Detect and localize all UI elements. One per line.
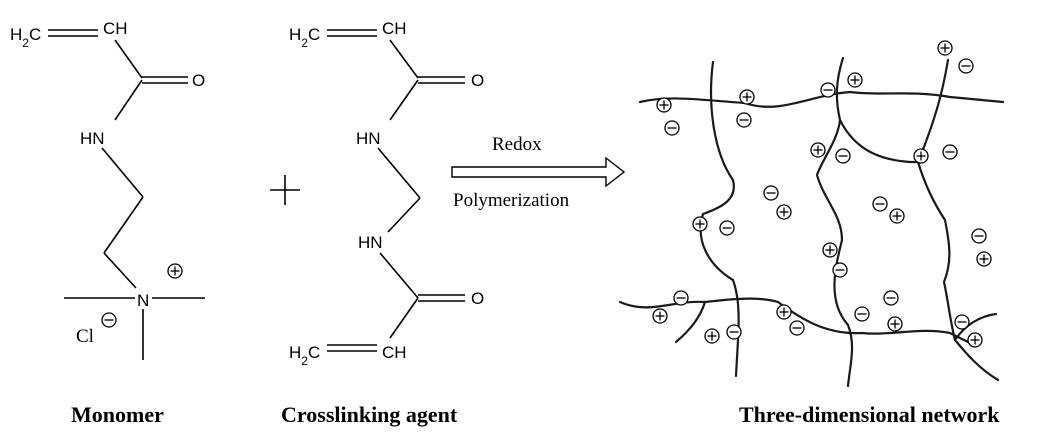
monomer-ch-label: CH (103, 19, 128, 38)
negative-ion-icon (872, 196, 888, 212)
monomer-bond-nh-ch2 (101, 147, 144, 198)
crosslinker-caption: Crosslinking agent (281, 402, 458, 427)
monomer-negative-charge-icon (101, 312, 117, 328)
monomer-bond-ch-c (114, 39, 143, 79)
negative-ion-icon (789, 320, 805, 336)
positive-ion-icon (887, 316, 903, 332)
hollow-arrow-icon (451, 156, 626, 188)
crosslinker-structure: H2C CH O HN HN O H2C CH (289, 19, 484, 368)
network-chain-top (638, 90, 1005, 108)
positive-ion-icon (822, 242, 838, 258)
crosslinker-hn-top-label: HN (356, 129, 381, 148)
crosslinker-bond-c-nh-top (389, 79, 419, 121)
positive-ion-icon (739, 89, 755, 105)
reaction-top-label: Redox (492, 134, 542, 155)
positive-ion-icon (656, 97, 672, 113)
network-chain-left-vertical (699, 60, 740, 378)
positive-ion-icon (776, 204, 792, 220)
crosslinker-ch-bottom-label: CH (382, 343, 407, 362)
monomer-cl-label: Cl (76, 326, 94, 347)
network-chain-center-vertical (815, 56, 854, 388)
crosslinker-h2c-bottom-label: H2C (289, 343, 320, 368)
crosslinker-o-top-label: O (471, 71, 484, 90)
crosslinker-bond-nh-c-bottom (379, 252, 419, 299)
monomer-bond-ch2-ch2 (103, 196, 144, 254)
monomer-bond-c-nh (114, 79, 143, 121)
crosslinker-bond-nh-ch2 (377, 147, 421, 199)
negative-ion-icon (664, 120, 680, 136)
negative-ion-icon (971, 228, 987, 244)
negative-ion-icon (954, 314, 970, 330)
monomer-positive-charge-icon (167, 263, 183, 279)
monomer-o-label: O (192, 71, 205, 90)
positive-ion-icon (692, 216, 708, 232)
negative-ion-icon (942, 144, 958, 160)
polymer-network (618, 40, 1005, 388)
monomer-bond-ch2-n (103, 252, 137, 289)
negative-ion-icon (763, 185, 779, 201)
monomer-hn-label: HN (80, 129, 105, 148)
negative-ion-icon (883, 290, 899, 306)
positive-ion-icon (976, 251, 992, 267)
monomer-h2c-label: H2C (10, 25, 41, 50)
network-chain-mid-center (838, 118, 920, 164)
positive-ion-icon (889, 208, 905, 224)
positive-ion-icon (913, 148, 929, 164)
negative-ion-icon (854, 306, 870, 322)
positive-ion-icon (704, 328, 720, 344)
negative-ion-icon (958, 58, 974, 74)
crosslinker-h2c-top-label: H2C (289, 25, 320, 50)
network-chain-right-spur (953, 312, 998, 342)
network-chain-bottom-left-spur (674, 300, 707, 344)
positive-ion-icon (937, 40, 953, 56)
ion-layer (652, 40, 992, 348)
positive-ion-icon (652, 308, 668, 324)
monomer-structure: H2C CH O HN N Cl (10, 19, 205, 360)
negative-ion-icon (820, 82, 836, 98)
negative-ion-icon (835, 148, 851, 164)
crosslinker-bond-ch-c-top (389, 39, 419, 79)
reaction-bottom-label: Polymerization (453, 190, 570, 211)
crosslinker-bond-c-ch-bottom (389, 297, 419, 339)
negative-ion-icon (736, 112, 752, 128)
positive-ion-icon (847, 72, 863, 88)
crosslinker-o-bottom-label: O (471, 289, 484, 308)
monomer-n-label: N (137, 291, 149, 310)
crosslinker-ch-top-label: CH (382, 19, 407, 38)
negative-ion-icon (832, 262, 848, 278)
negative-ion-icon (673, 290, 689, 306)
monomer-caption: Monomer (71, 402, 164, 427)
negative-ion-icon (719, 220, 735, 236)
plus-sign-icon (270, 175, 300, 205)
crosslinker-hn-bottom-label: HN (358, 233, 383, 252)
positive-ion-icon (810, 142, 826, 158)
positive-ion-icon (776, 304, 792, 320)
positive-ion-icon (967, 332, 983, 348)
negative-ion-icon (726, 324, 742, 340)
crosslinker-bond-ch2-nh (387, 197, 421, 233)
network-caption: Three-dimensional network (739, 402, 1000, 427)
reaction-arrow: Redox Polymerization (451, 134, 626, 211)
